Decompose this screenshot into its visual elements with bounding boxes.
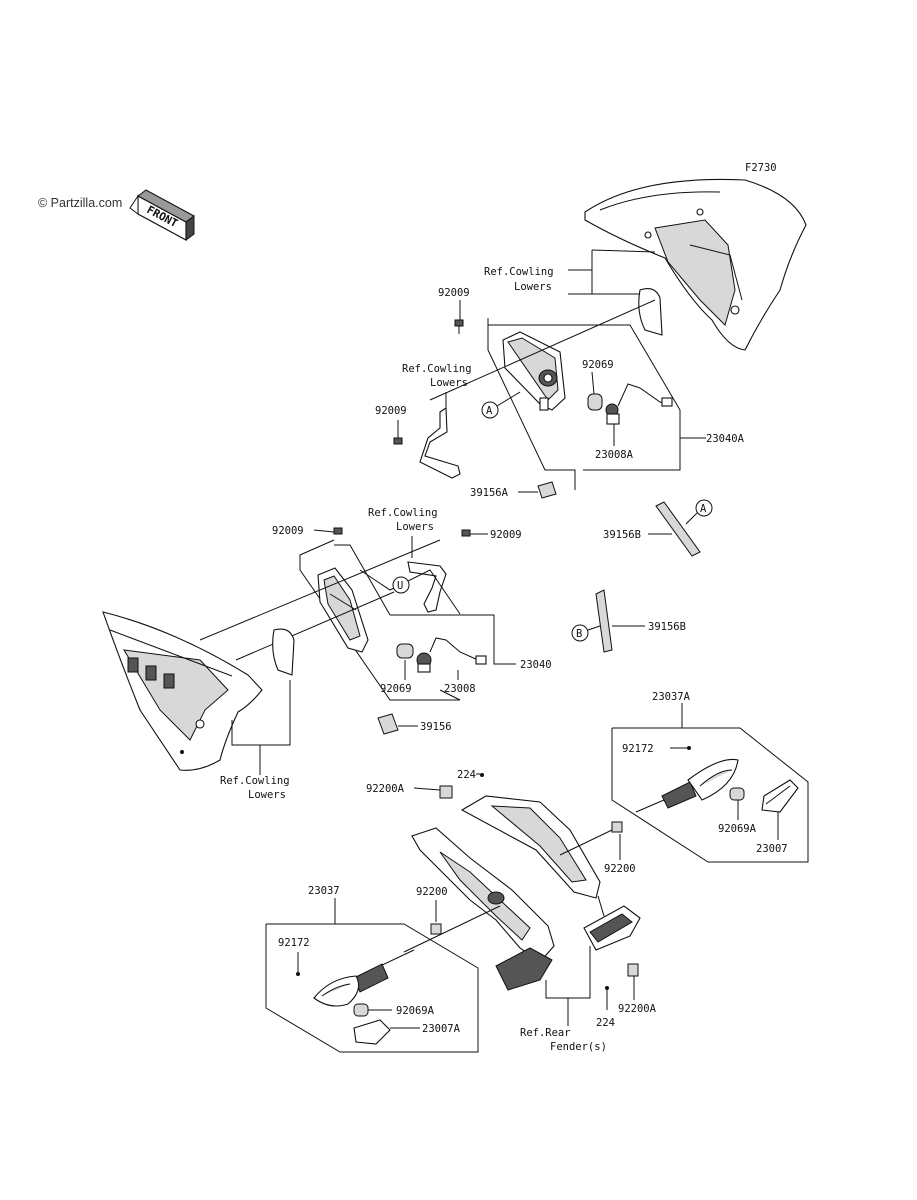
part-224-b-label: 224: [596, 1017, 615, 1029]
mounting-bracket-middle: [407, 561, 447, 613]
turn-signal-housing-middle: [317, 567, 369, 653]
callout-b-1: B: [576, 628, 582, 640]
part-23040-label: 23040: [520, 659, 552, 671]
turn-signal-23037-icon: [313, 949, 415, 1007]
part-39156a-label: 39156A: [470, 487, 509, 499]
part-92069a-b-label: 92069A: [396, 1005, 435, 1017]
part-92200a-b-label: 92200A: [618, 1003, 657, 1015]
bulb-icon: [729, 787, 745, 801]
part-92172-b-label: 92172: [278, 937, 310, 949]
mounting-bracket-upper: [419, 406, 461, 479]
ref-rear-fender-line2: Fender(s): [550, 1041, 607, 1053]
part-92069a-a-label: 92069A: [718, 823, 757, 835]
socket-wire-upper: [605, 383, 673, 425]
strip-39156b-lower-icon: [595, 589, 613, 653]
socket-wire-middle: [416, 637, 487, 673]
pad-39156a-icon: [537, 481, 557, 499]
part-23007a-label: 23007A: [422, 1023, 461, 1035]
rear-fender-part: [411, 795, 641, 991]
part-92009-d-label: 92009: [490, 529, 522, 541]
upper-cowling-part: [584, 178, 807, 351]
ref-cowling-lowers-4-line2: Lowers: [248, 789, 286, 801]
callout-a-1: A: [486, 405, 493, 417]
part-39156b-1-label: 39156B: [603, 529, 641, 541]
ref-cowling-lowers-2-line1: Ref.Cowling: [402, 363, 472, 375]
part-92009-c-label: 92009: [272, 525, 304, 537]
part-92009-a-label: 92009: [438, 287, 470, 299]
lens-23007-icon: [761, 779, 799, 813]
part-92009-b-label: 92009: [375, 405, 407, 417]
figure-code: F2730: [745, 162, 777, 174]
bracket-92200-a-icon: [611, 821, 623, 833]
part-92172-a-label: 92172: [622, 743, 654, 755]
part-92200a-a-label: 92200A: [366, 783, 405, 795]
ref-rear-fender-line1: Ref.Rear: [520, 1027, 571, 1039]
bulb-icon: [353, 1003, 369, 1017]
partzilla-watermark: © Partzilla.com: [38, 196, 122, 210]
part-23037a-label: 23037A: [652, 691, 691, 703]
turn-signal-23037a-icon: [635, 758, 739, 813]
part-92069-b-label: 92069: [380, 683, 412, 695]
part-23008a-label: 23008A: [595, 449, 634, 461]
ref-cowling-lowers-2-line2: Lowers: [430, 377, 468, 389]
part-23040a-label: 23040A: [706, 433, 745, 445]
strip-39156b-upper-icon: [655, 501, 701, 557]
ref-cowling-lowers-3-line2: Lowers: [396, 521, 434, 533]
clip-icon: [439, 785, 453, 799]
ref-cowling-lowers-3-line1: Ref.Cowling: [368, 507, 438, 519]
part-92200-a-label: 92200: [604, 863, 636, 875]
part-92200-b-label: 92200: [416, 886, 448, 898]
bracket-92200-b-icon: [430, 923, 442, 935]
clip-icon: [627, 963, 639, 977]
ref-cowling-lowers-1-line1: Ref.Cowling: [484, 266, 554, 278]
lens-23007a-icon: [353, 1019, 391, 1045]
front-arrow-icon: FRONT: [129, 189, 195, 242]
screw-icon: [454, 319, 464, 334]
part-23007-label: 23007: [756, 843, 788, 855]
screw-icon: [333, 527, 343, 535]
screw-icon: [687, 746, 691, 750]
part-39156b-2-label: 39156B: [648, 621, 686, 633]
ref-cowling-lowers-4-line1: Ref.Cowling: [220, 775, 290, 787]
bulb-icon: [587, 393, 603, 411]
bulb-icon: [396, 643, 414, 659]
ref-cowling-lowers-1-line2: Lowers: [514, 281, 552, 293]
part-23037-label: 23037: [308, 885, 340, 897]
screw-icon: [393, 437, 403, 445]
pad-39156-icon: [377, 713, 399, 735]
turn-signal-housing-upper: [502, 331, 566, 411]
part-39156-label: 39156: [420, 721, 452, 733]
screw-icon: [461, 529, 471, 537]
part-23008-label: 23008: [444, 683, 476, 695]
lower-cowling-left-part: [102, 611, 263, 771]
part-92069-a-label: 92069: [582, 359, 614, 371]
callout-u-1: U: [397, 580, 403, 592]
part-224-a-label: 224: [457, 769, 476, 781]
callout-a-2: A: [700, 503, 707, 515]
